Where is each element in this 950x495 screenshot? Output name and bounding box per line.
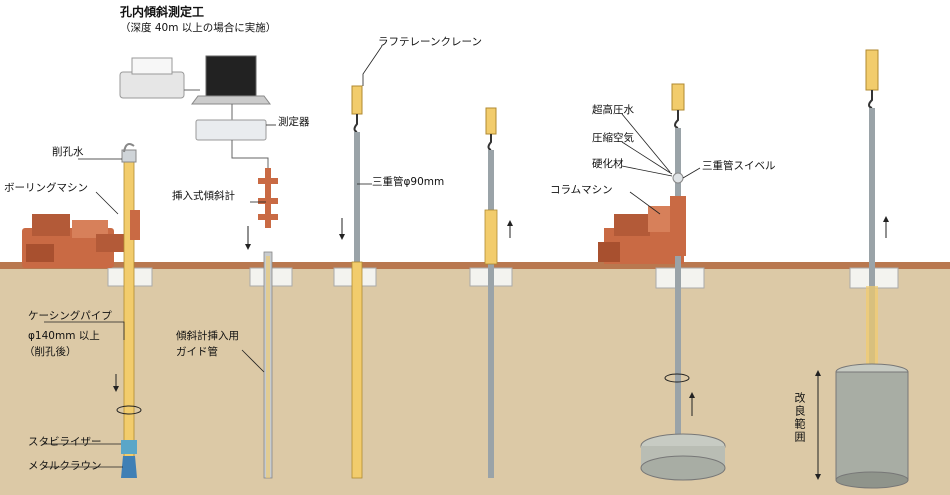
ground-surface xyxy=(0,262,950,269)
triple-pipe-3 xyxy=(675,128,681,458)
up-arrow-head-icon xyxy=(689,392,695,398)
label-metal-crown: メタルクラウン xyxy=(28,460,102,472)
up-arrow-head-icon xyxy=(883,216,889,222)
triple-pipe-4 xyxy=(869,108,875,370)
label-drilling-water: 削孔水 xyxy=(52,146,84,158)
label-compressed-air: 圧縮空気 xyxy=(592,132,634,144)
hook-icon xyxy=(868,90,873,109)
leader-lines xyxy=(44,45,701,468)
range-down-head-icon xyxy=(815,474,821,480)
label-ultra-high-pressure-water: 超高圧水 xyxy=(592,104,634,116)
casing-pipe-2 xyxy=(351,261,363,479)
label-improvement-range: 改良範囲 xyxy=(793,392,806,444)
rotation-icon xyxy=(116,405,142,415)
improvement-column xyxy=(835,371,909,481)
label-crane: ラフテレーンクレーン xyxy=(378,36,482,48)
device-cable xyxy=(231,140,269,168)
boring-machine xyxy=(22,214,128,268)
range-up-head-icon xyxy=(815,370,821,376)
filled-column-upper xyxy=(866,286,878,370)
hook-icon xyxy=(487,134,492,151)
label-guide-pipe-1: 傾斜計挿入用 xyxy=(176,330,239,342)
label-triple-pipe-swivel: 三重管スイベル xyxy=(702,160,776,172)
title: 孔内傾斜測定工 xyxy=(120,5,205,19)
label-stabilizer: スタビライザー xyxy=(28,436,102,448)
down-arrow-head-icon xyxy=(245,244,251,250)
label-guide-pipe-2: ガイド管 xyxy=(176,346,218,358)
stabilizer xyxy=(121,440,137,454)
metal-crown xyxy=(121,456,137,478)
label-casing-pipe: ケーシングパイプ xyxy=(28,310,112,322)
boring-chuck xyxy=(130,210,140,240)
casing-head xyxy=(121,149,137,163)
rotation-icon xyxy=(664,373,690,383)
insertion-inclinometer-icon xyxy=(258,168,278,228)
label-casing-size-2: （削孔後） xyxy=(24,346,77,358)
improved-column-base xyxy=(640,455,726,481)
crane-hook-block-3 xyxy=(671,83,685,111)
drilling-water-hose xyxy=(123,143,135,153)
label-casing-size-1: φ140mm 以上 xyxy=(28,330,100,342)
label-boring-machine: ボーリングマシン xyxy=(4,182,88,194)
hook-icon xyxy=(353,114,358,133)
triple-pipe-2 xyxy=(488,150,494,478)
crane-hook-block xyxy=(351,85,363,115)
label-measuring-device: 測定器 xyxy=(278,116,310,128)
down-arrow-head-icon xyxy=(339,234,345,240)
guide-pipe-inner xyxy=(266,256,270,478)
printer-icon xyxy=(119,57,185,99)
casing-upper xyxy=(484,209,498,265)
improvement-column-base xyxy=(835,471,909,489)
measuring-device-icon xyxy=(195,119,267,141)
laptop-icon xyxy=(191,55,271,105)
ground-soil xyxy=(0,266,950,495)
subtitle: （深度 40m 以上の場合に実施） xyxy=(120,22,277,34)
label-column-machine: コラムマシン xyxy=(550,184,613,196)
crane-hook-block-2 xyxy=(485,107,497,135)
hook-icon xyxy=(674,110,679,129)
label-hardener: 硬化材 xyxy=(592,158,624,170)
down-arrow-head-icon xyxy=(113,386,119,392)
up-arrow-head-icon xyxy=(507,220,513,226)
column-machine-mast xyxy=(670,196,686,256)
crane-hook-block-4 xyxy=(865,49,879,91)
triple-pipe-swivel xyxy=(672,172,684,184)
label-insertion-inclinometer: 挿入式傾斜計 xyxy=(172,190,235,202)
label-triple-pipe: 三重管φ90mm xyxy=(372,176,445,188)
casing-pipe xyxy=(123,159,135,459)
